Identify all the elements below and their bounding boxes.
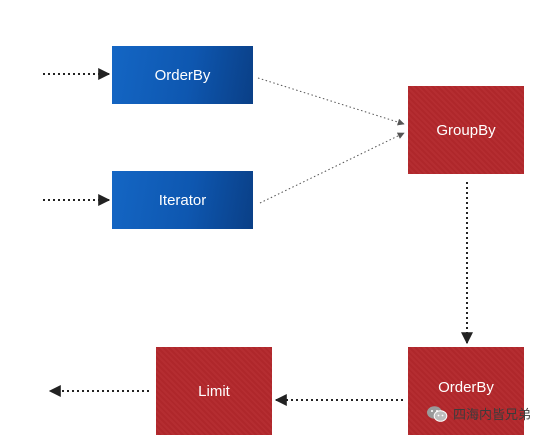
edge-iterator-groupby (259, 132, 405, 204)
node-orderby-bottom: OrderBy (408, 347, 524, 435)
node-label: GroupBy (436, 121, 496, 139)
node-label: OrderBy (438, 378, 494, 396)
watermark: 四海内皆兄弟 (426, 404, 531, 423)
node-label: Iterator (158, 191, 207, 209)
wechat-icon (427, 405, 448, 422)
node-orderby-top: OrderBy (112, 46, 253, 104)
watermark-text: 四海内皆兄弟 (453, 408, 532, 423)
node-iterator: Iterator (112, 171, 253, 229)
node-label: Limit (198, 382, 230, 400)
node-label: OrderBy (154, 66, 211, 84)
node-groupby: GroupBy (408, 86, 524, 174)
edge-orderby-groupby (257, 77, 405, 126)
node-limit: Limit (156, 347, 272, 435)
